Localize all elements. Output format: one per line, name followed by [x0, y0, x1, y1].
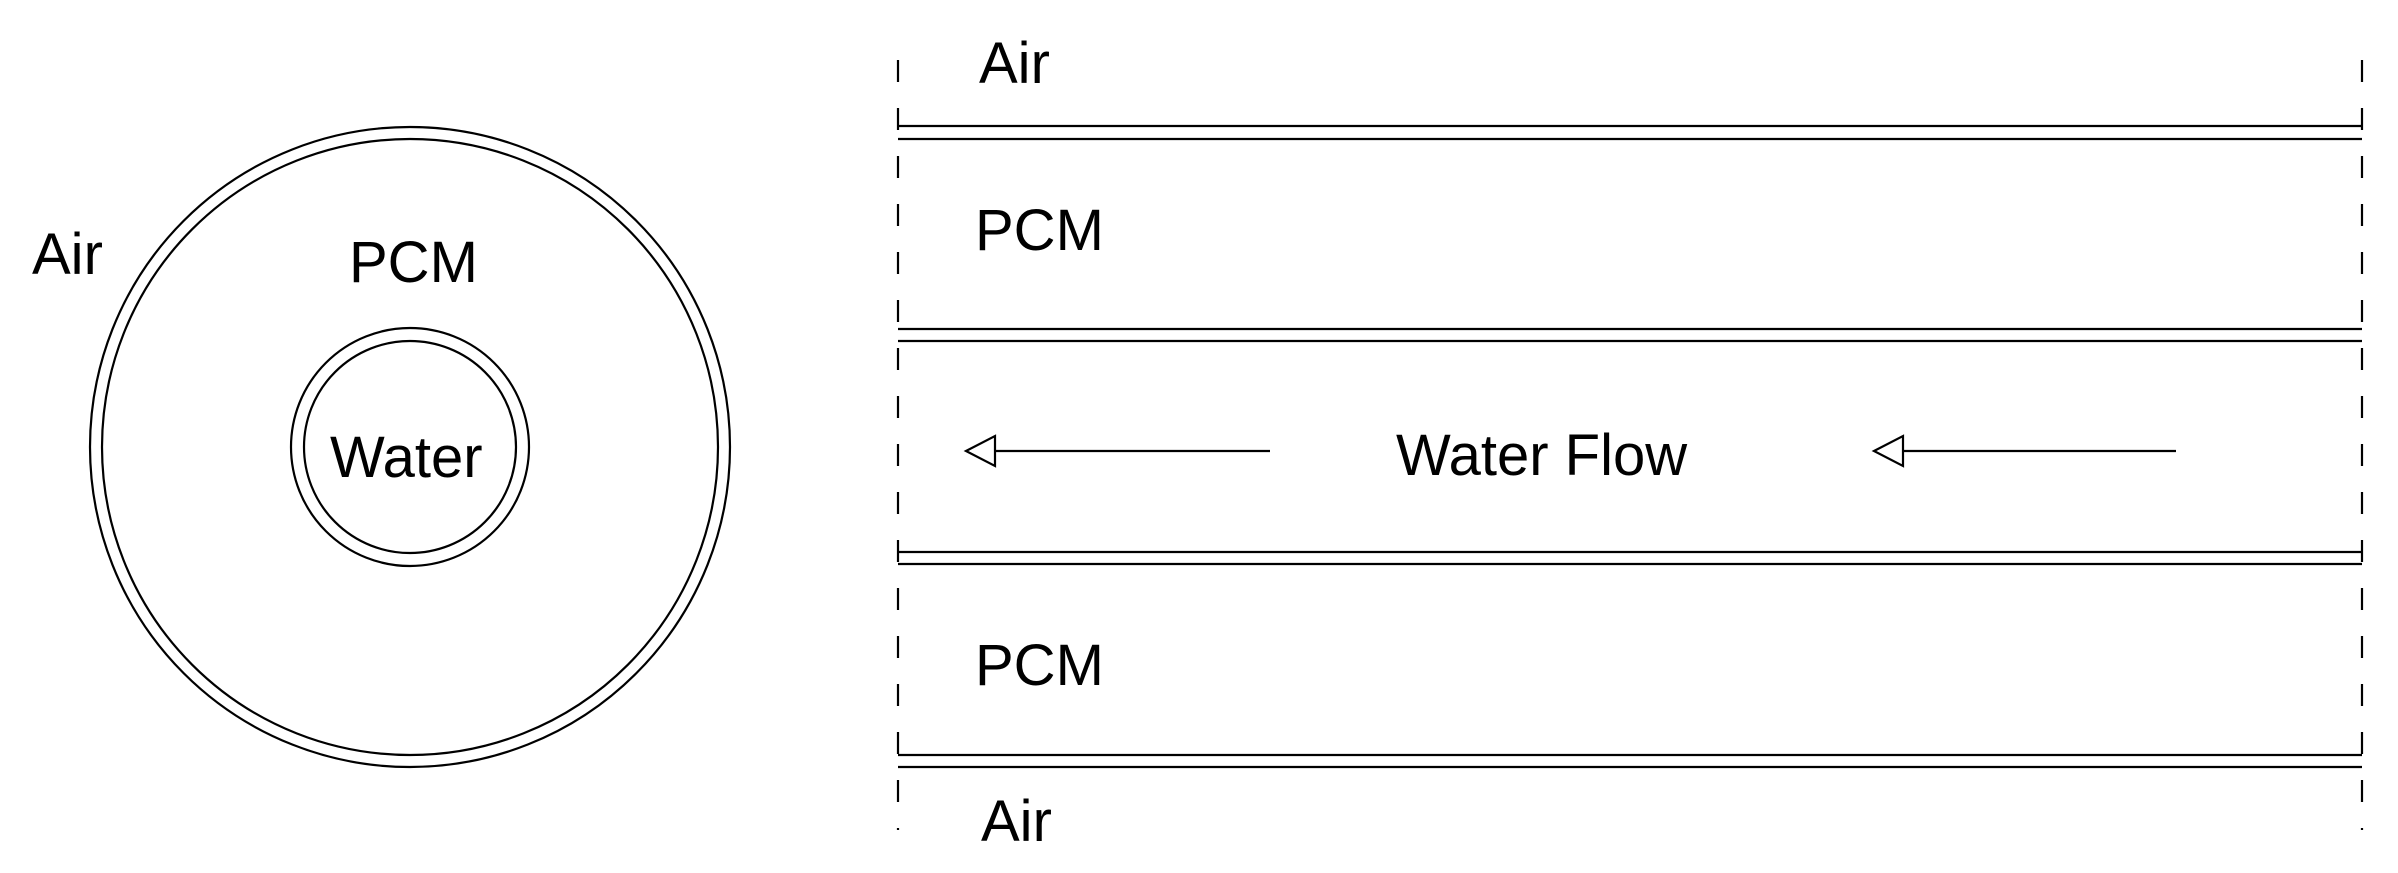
long-section-top-air-label: Air: [979, 31, 1050, 96]
long-section-lower-pcm-label: PCM: [975, 633, 1104, 698]
flow-arrow-right-head: [1871, 434, 1905, 468]
flow-arrow-left-head: [963, 434, 997, 468]
outer-pipe-wall-outer: [88, 125, 732, 769]
long-section-water-flow-label: Water Flow: [1396, 423, 1688, 488]
long-section-upper-pcm-label: PCM: [975, 198, 1104, 263]
longitudinal-section-view: Air PCM Water Flow PCM Air: [896, 31, 2364, 854]
inner-pipe-wall-inner: [302, 339, 518, 555]
cross-section-water-label: Water: [330, 425, 483, 490]
cross-section-pcm-label: PCM: [349, 230, 478, 295]
cross-section-view: Air PCM Water: [32, 125, 732, 769]
long-section-bottom-air-label: Air: [981, 789, 1052, 854]
outer-pipe-wall-inner: [100, 137, 720, 757]
inner-pipe-wall-outer: [289, 326, 531, 568]
cross-section-air-label: Air: [32, 222, 103, 287]
flow-arrow-left: [963, 434, 1270, 468]
flow-arrow-right: [1871, 434, 2176, 468]
